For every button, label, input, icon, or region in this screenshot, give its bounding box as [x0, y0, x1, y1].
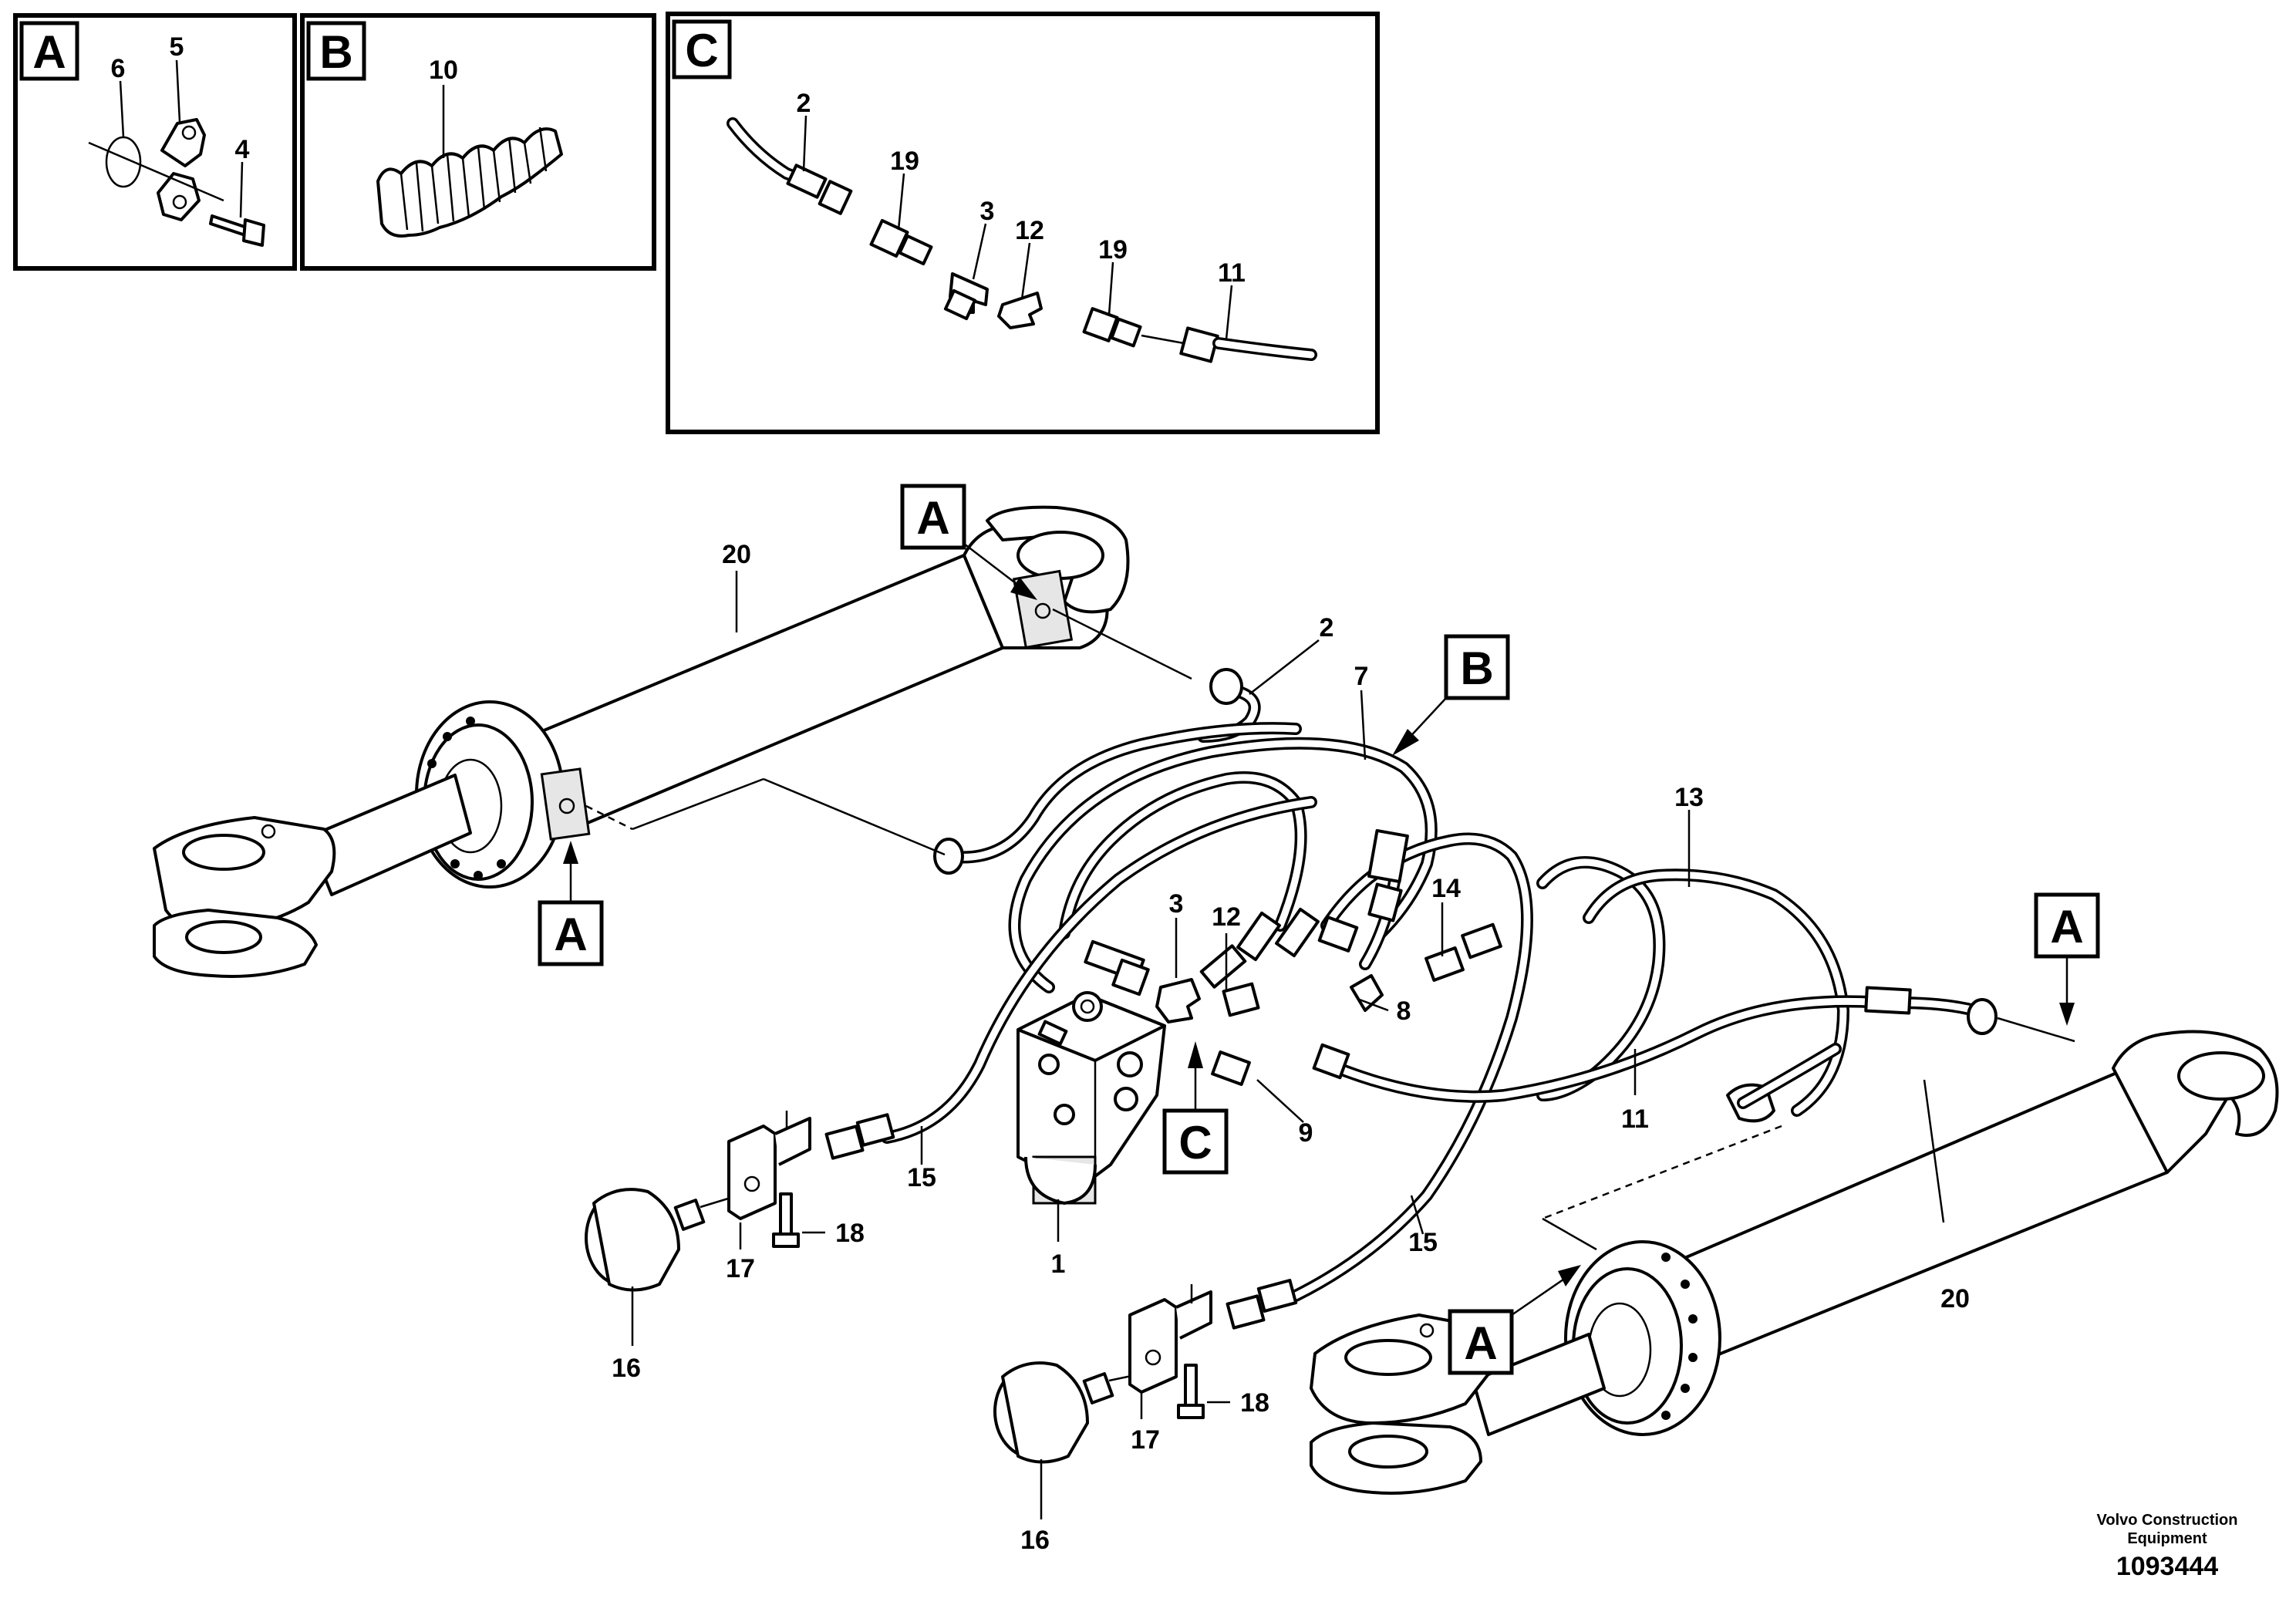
callout-c-11: 11 — [1218, 258, 1246, 288]
callout-18-right: 18 — [1240, 1388, 1269, 1418]
view-marker-a-top: A — [900, 484, 1037, 600]
svg-text:A: A — [916, 492, 949, 544]
main-callouts: 20 2 7 13 3 12 14 8 9 11 15 15 1 17 18 1… — [612, 540, 1970, 1555]
callout-1: 1 — [1051, 1249, 1066, 1279]
callout-leaders — [631, 571, 1945, 1519]
callout-13: 13 — [1674, 783, 1704, 812]
bracket-right — [1128, 1284, 1212, 1394]
callout-7: 7 — [1354, 662, 1369, 691]
callout-c-19b: 19 — [1098, 235, 1128, 265]
hydraulic-cylinder-left — [153, 505, 1130, 978]
company-line-1: Volvo Construction — [2097, 1512, 2238, 1529]
view-marker-a-bottom: A — [1448, 1265, 1581, 1375]
detail-view-c-frame — [666, 12, 1380, 434]
detail-view-a: A 6 5 4 — [13, 13, 297, 271]
fittings — [933, 668, 1998, 1123]
company-line-2: Equipment — [2127, 1530, 2207, 1547]
callout-15-left: 15 — [907, 1163, 936, 1192]
callout-15-right: 15 — [1408, 1228, 1438, 1257]
spiral-guard-10 — [376, 126, 563, 238]
detail-view-c-letter: C — [685, 25, 718, 76]
callout-20-right: 20 — [1940, 1284, 1970, 1313]
callout-c-3: 3 — [980, 197, 995, 226]
callout-6: 6 — [111, 54, 126, 83]
callout-16-left: 16 — [612, 1354, 641, 1383]
callout-16-right: 16 — [1020, 1526, 1050, 1555]
svg-text:A: A — [1464, 1317, 1497, 1369]
svg-text:C: C — [1178, 1117, 1212, 1168]
svg-text:A: A — [554, 909, 587, 960]
detail-view-b-letter: B — [319, 26, 352, 78]
callout-5: 5 — [170, 32, 184, 62]
detail-view-b: B 10 — [300, 13, 656, 271]
callout-c-12: 12 — [1015, 216, 1044, 245]
detail-view-a-letter: A — [32, 26, 66, 78]
fitting-left-accum — [824, 1113, 895, 1160]
drawing-number: 1093444 — [2116, 1552, 2218, 1581]
callout-3: 3 — [1169, 889, 1184, 919]
svg-text:A: A — [2050, 901, 2083, 953]
callout-20-left: 20 — [722, 540, 751, 569]
accumulator-right — [993, 1361, 1165, 1464]
split-flange-5 — [160, 118, 206, 167]
svg-text:B: B — [1460, 642, 1493, 694]
callout-12: 12 — [1212, 902, 1241, 932]
view-marker-c: C — [1162, 1041, 1229, 1175]
bolt-18-right — [1177, 1364, 1205, 1419]
callout-11: 11 — [1621, 1104, 1649, 1134]
bolt-18-left — [772, 1192, 800, 1248]
detail-view-c: C 2 19 3 12 19 11 — [666, 12, 1380, 434]
fitting-right-accum — [1226, 1279, 1298, 1330]
hydraulic-cylinder-right — [1310, 1030, 2279, 1495]
callout-8: 8 — [1397, 996, 1411, 1026]
callout-4: 4 — [235, 135, 250, 164]
callout-18-left: 18 — [835, 1219, 865, 1248]
callout-10: 10 — [429, 56, 458, 85]
footer-block: Volvo Construction Equipment 1093444 — [2097, 1512, 2238, 1581]
callout-2: 2 — [1320, 613, 1334, 642]
view-marker-b: B — [1392, 634, 1510, 756]
callout-14: 14 — [1431, 874, 1461, 903]
callout-17-right: 17 — [1131, 1425, 1160, 1455]
view-marker-a-left: A — [538, 841, 604, 966]
bracket-left — [727, 1111, 811, 1220]
view-marker-a-right: A — [2034, 892, 2100, 1026]
detail-view-a-marker — [19, 21, 79, 81]
accumulator-left — [585, 1186, 764, 1292]
callout-17-left: 17 — [726, 1254, 755, 1283]
callout-9: 9 — [1299, 1118, 1313, 1148]
detail-view-b-marker — [306, 21, 366, 81]
detail-view-c-marker — [672, 19, 732, 79]
callout-c-19: 19 — [890, 147, 919, 176]
valve-block-1 — [1017, 991, 1166, 1205]
callout-c-2: 2 — [797, 89, 811, 118]
